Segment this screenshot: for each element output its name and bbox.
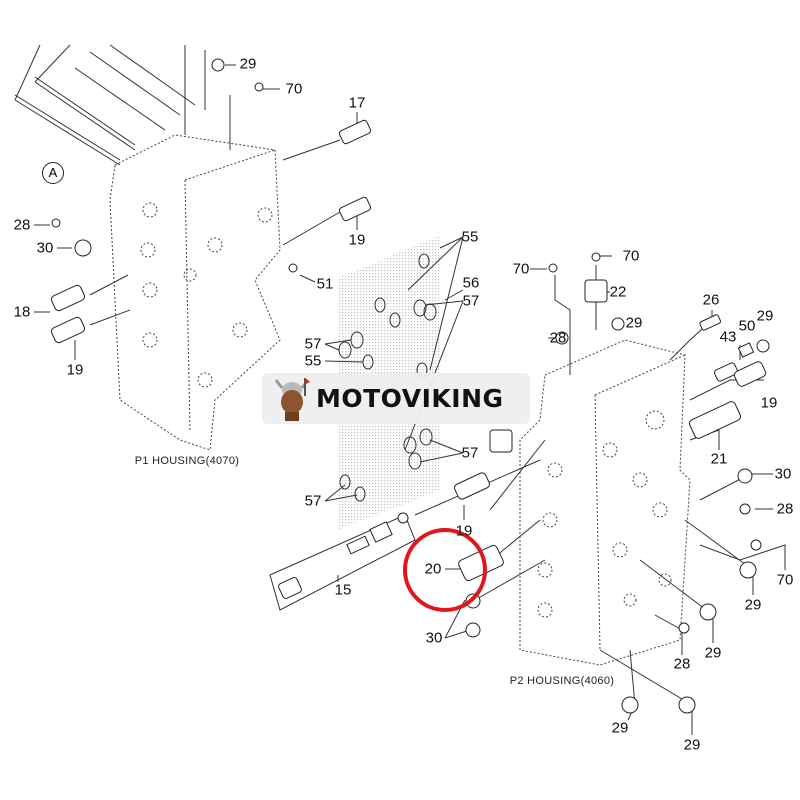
part-label: 28 [776,500,794,518]
part-label: 29 [744,596,762,614]
part-label: 29 [683,736,701,754]
part-label: 57 [461,444,479,462]
tie-bolts [14,44,231,166]
part-label: 28 [673,655,691,673]
part-label: 70 [285,80,303,98]
part-label: 30 [425,629,443,647]
part-label: 57 [462,292,480,310]
part-label: 17 [348,94,366,112]
part-label: 19 [760,394,778,412]
viking-mascot-icon [274,377,310,421]
p1-housing-caption: P1 HOUSING(4070) [134,455,240,467]
part-label: 55 [461,228,479,246]
part-label: 70 [512,260,530,278]
part-label: 57 [304,492,322,510]
part-label: 56 [462,274,480,292]
part-label: 29 [611,719,629,737]
part-label: 19 [66,361,84,379]
view-marker-a: A [42,162,64,184]
part-label: 22 [609,283,627,301]
part-label: 29 [704,644,722,662]
highlight-circle [403,528,487,612]
part-label: 30 [774,465,792,483]
part-label: 43 [719,328,737,346]
part-glyphs [50,58,770,714]
part-label: 29 [625,314,643,332]
part-label: 70 [622,247,640,265]
part-label: 15 [334,581,352,599]
watermark-banner: MOTOVIKING [262,373,530,424]
p2-housing-outline [519,339,691,666]
p2-housing-caption: P2 HOUSING(4060) [509,675,615,687]
part-label: 19 [455,522,473,540]
part-label-highlighted: 20 [424,560,442,578]
part-label: 28 [13,216,31,234]
part-label: 50 [738,317,756,335]
part-label: 70 [776,571,794,589]
part-label: 18 [13,303,31,321]
part-label: 57 [304,335,322,353]
watermark-text: MOTOVIKING [316,384,504,413]
part-label: 51 [316,275,334,293]
part-label: 30 [36,239,54,257]
p1-housing-outline [109,134,281,451]
part-label: 19 [348,231,366,249]
part-label: 29 [239,55,257,73]
part-label: 55 [304,352,322,370]
part-label: 29 [756,307,774,325]
part-label: 21 [710,450,728,468]
part-label: 26 [702,291,720,309]
part-label: 28 [549,329,567,347]
